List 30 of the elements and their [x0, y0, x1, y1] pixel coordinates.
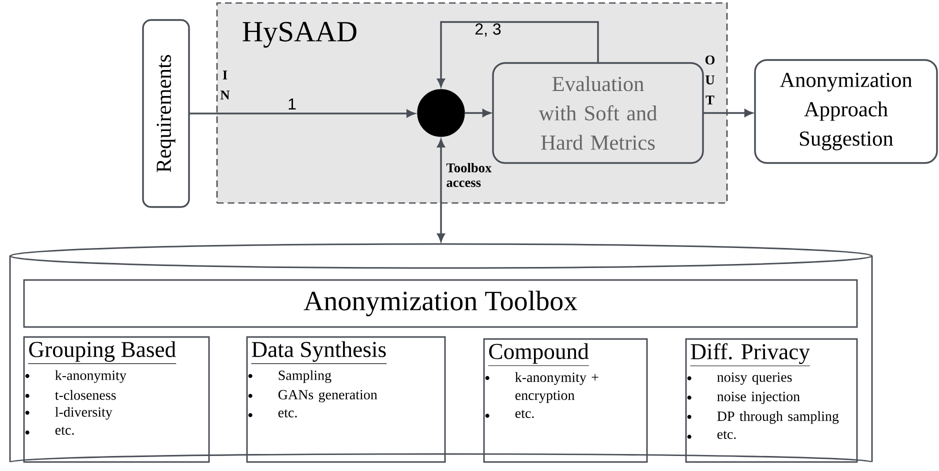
list-item: k-anonymity [55, 370, 126, 383]
list-item: GANs generation [278, 390, 378, 402]
list-item: noise injection [717, 392, 800, 404]
arrow [189, 110, 415, 118]
arrow [437, 21, 599, 87]
process-box: Anonymization Approach Suggestion [754, 59, 938, 164]
port-letter: T [706, 96, 714, 104]
arrow [437, 139, 445, 242]
arrow [703, 109, 753, 117]
edge-label: 1 [288, 98, 296, 110]
input-box: Requirements [142, 19, 190, 208]
list-item: etc. [515, 410, 534, 418]
edge-label: Toolbox access [446, 162, 492, 188]
process-box: Evaluation with Soft and Hard Metrics [492, 62, 704, 164]
port-letter: N [220, 90, 230, 100]
title-box: Anonymization Toolbox [23, 279, 858, 328]
list-item: DP through sampling [717, 411, 839, 424]
list-item: etc. [278, 409, 297, 418]
junction-dot [417, 89, 465, 137]
list-item: l-diversity [55, 406, 112, 420]
arrow [464, 109, 491, 117]
list-item: noisy queries [717, 372, 792, 385]
database-cylinder [9, 243, 873, 463]
list-item: etc. [55, 426, 74, 435]
port-letter: I [222, 70, 228, 80]
port-letter: O [705, 56, 715, 64]
list-item: t-closeness [55, 390, 116, 400]
list-item: Sampling [278, 370, 332, 383]
list-item: etc. [717, 430, 736, 439]
edge-label: 2, 3 [475, 23, 501, 37]
